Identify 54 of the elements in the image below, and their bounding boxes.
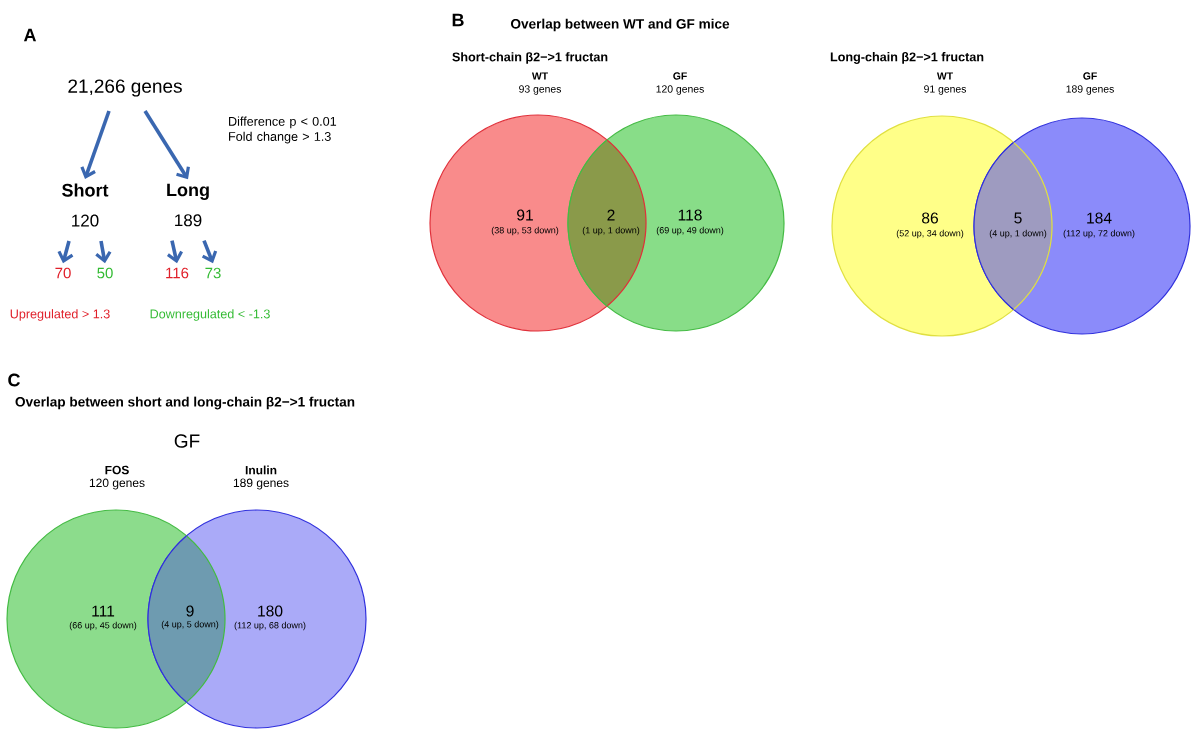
regulated-count: 73 bbox=[205, 267, 221, 279]
count-number: 184 bbox=[1087, 212, 1112, 224]
count-breakdown: (112 up, 68 down) bbox=[234, 621, 306, 631]
legend-note: Downregulated < -1.3 bbox=[150, 309, 270, 321]
venn-title: GF bbox=[174, 434, 200, 448]
gene-count: 120 genes bbox=[656, 85, 704, 95]
count-number: 9 bbox=[186, 605, 194, 617]
count-number: 91 bbox=[517, 209, 533, 221]
gene-count: 91 genes bbox=[924, 85, 966, 95]
count-number: 2 bbox=[607, 209, 615, 221]
count-breakdown: (4 up, 1 down) bbox=[989, 229, 1047, 239]
count-breakdown: (38 up, 53 down) bbox=[491, 226, 559, 236]
gene-count: 93 genes bbox=[519, 85, 561, 95]
gene-count: 120 genes bbox=[89, 478, 145, 490]
arrow bbox=[80, 110, 111, 179]
panel-letter: B bbox=[452, 13, 464, 27]
count-number: 118 bbox=[678, 209, 702, 221]
arrow bbox=[143, 110, 190, 180]
panel-letter: C bbox=[8, 373, 20, 387]
arrow bbox=[57, 240, 74, 264]
count-number: 5 bbox=[1014, 212, 1022, 224]
arrow bbox=[166, 240, 183, 264]
count-breakdown: (52 up, 34 down) bbox=[896, 229, 964, 239]
gene-total: 21,266 genes bbox=[68, 79, 182, 97]
panel-title: Overlap between WT and GF mice bbox=[511, 18, 730, 32]
count-breakdown: (112 up, 72 down) bbox=[1063, 229, 1135, 239]
count-number: 111 bbox=[92, 605, 115, 617]
group-name: WT bbox=[531, 72, 548, 80]
group-count: Short 120 bbox=[62, 183, 109, 227]
group-name: GF bbox=[673, 72, 687, 80]
threshold-note: Difference p < 0.01 Fold change > 1.3 bbox=[229, 116, 337, 144]
count-breakdown: (69 up, 49 down) bbox=[656, 226, 724, 236]
group-name: WT bbox=[936, 72, 953, 80]
gene-count: 189 genes bbox=[233, 478, 289, 490]
regulated-count: 116 bbox=[166, 267, 189, 279]
group-name: FOS bbox=[105, 465, 129, 475]
count-breakdown: (1 up, 1 down) bbox=[582, 226, 640, 236]
panel-letter: A bbox=[23, 28, 36, 42]
venn-title: Short-chain β2−>1 fructan bbox=[452, 52, 608, 64]
group-name: GF bbox=[1083, 72, 1097, 80]
count-breakdown: (4 up, 5 down) bbox=[161, 620, 219, 630]
regulated-count: 50 bbox=[97, 267, 113, 279]
arrow bbox=[201, 240, 218, 264]
venn-title: Long-chain β2−>1 fructan bbox=[830, 52, 984, 64]
arrow bbox=[95, 240, 112, 264]
group-name: Inulin bbox=[245, 465, 277, 475]
legend-note: Upregulated > 1.3 bbox=[10, 309, 110, 321]
regulated-count: 70 bbox=[55, 267, 71, 279]
group-count: Long 189 bbox=[167, 183, 209, 227]
count-number: 86 bbox=[922, 212, 938, 224]
count-breakdown: (66 up, 45 down) bbox=[69, 621, 137, 631]
gene-count: 189 genes bbox=[1066, 85, 1114, 95]
count-number: 180 bbox=[258, 605, 283, 617]
panel-title: Overlap between short and long-chain β2−>1 fructan bbox=[15, 396, 355, 410]
